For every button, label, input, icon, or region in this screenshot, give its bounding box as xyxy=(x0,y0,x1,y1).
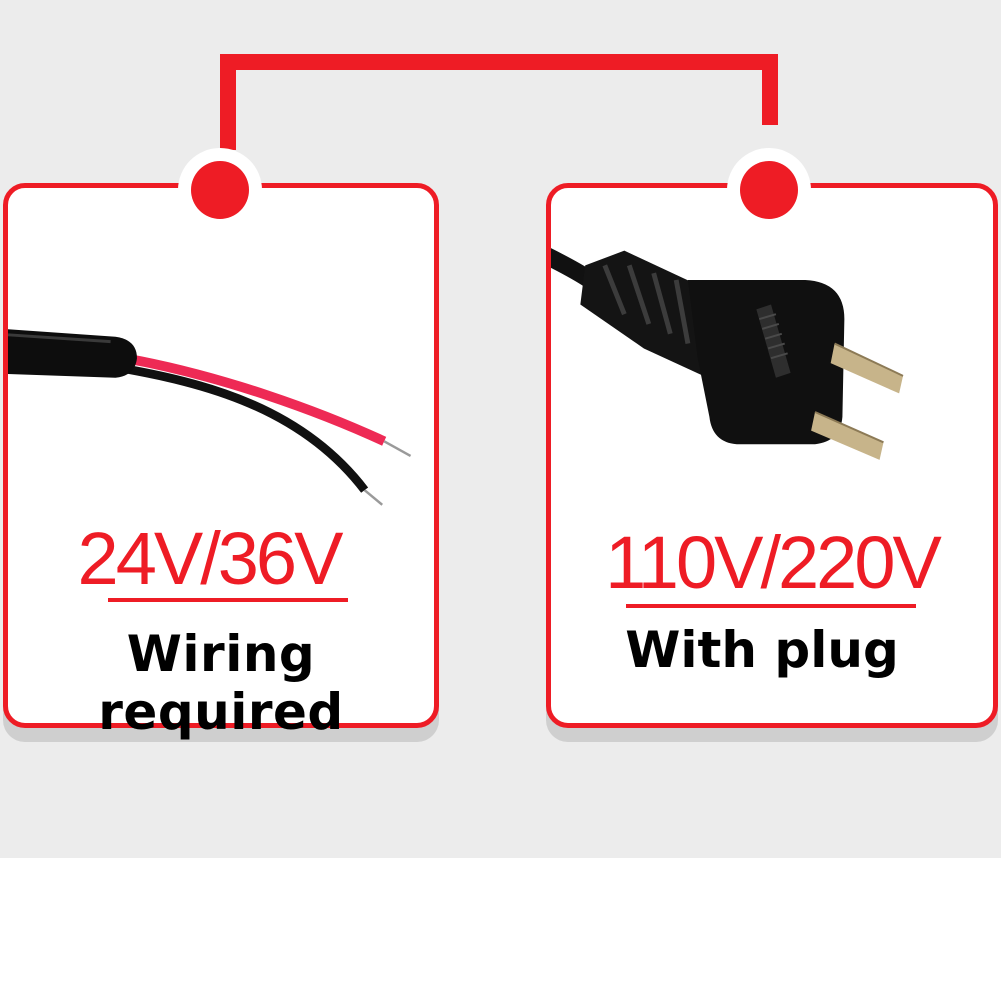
plug-option-card: 110V/220V With plug xyxy=(546,148,998,728)
two-prong-plug-icon xyxy=(551,248,904,460)
connector-dot xyxy=(727,148,811,232)
caption: Wiring required xyxy=(98,625,344,741)
connector-line xyxy=(220,54,778,150)
connector-dot xyxy=(178,148,262,232)
voltage-label: 24V/36V xyxy=(77,517,344,600)
divider xyxy=(626,604,916,608)
bare-wire-cable-icon xyxy=(8,329,412,506)
divider xyxy=(108,598,348,602)
voltage-label: 110V/220V xyxy=(605,521,942,604)
wiring-option-card: 24V/36V Wiring required xyxy=(3,148,439,741)
caption: With plug xyxy=(625,621,899,679)
